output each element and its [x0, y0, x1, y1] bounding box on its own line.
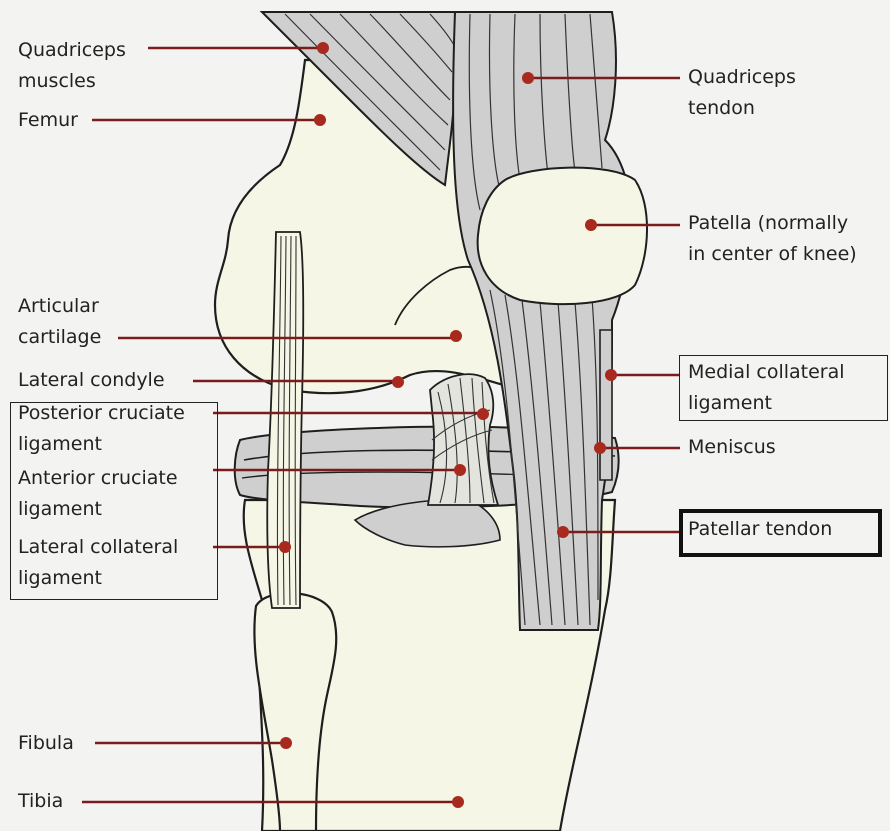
dot-lateral-condyle — [392, 376, 404, 388]
dot-posterior-cruciate — [477, 408, 489, 420]
dot-meniscus — [594, 442, 606, 454]
label-lateral-condyle: Lateral condyle — [18, 365, 165, 396]
dot-patella — [585, 219, 597, 231]
dot-lateral-collateral — [279, 541, 291, 553]
dot-femur — [314, 114, 326, 126]
label-medial-collateral: Medial collateral ligament — [688, 357, 845, 419]
dot-fibula — [280, 737, 292, 749]
label-quadriceps-tendon: Quadriceps tendon — [688, 62, 796, 124]
label-lateral-collateral: Lateral collateral ligament — [18, 532, 178, 594]
dot-quadriceps-muscles — [317, 42, 329, 54]
label-fibula: Fibula — [18, 728, 74, 759]
label-quadriceps-muscles: Quadriceps muscles — [18, 35, 126, 97]
label-posterior-cruciate: Posterior cruciate ligament — [18, 398, 185, 460]
dot-anterior-cruciate — [454, 464, 466, 476]
label-meniscus: Meniscus — [688, 432, 776, 463]
label-articular-cartilage: Articular cartilage — [18, 291, 101, 353]
dot-tibia — [452, 796, 464, 808]
label-anterior-cruciate: Anterior cruciate ligament — [18, 463, 178, 525]
dot-medial-collateral — [605, 369, 617, 381]
label-tibia: Tibia — [18, 786, 63, 817]
dot-quadriceps-tendon — [522, 72, 534, 84]
label-patella: Patella (normally in center of knee) — [688, 208, 857, 270]
dot-patellar-tendon — [557, 526, 569, 538]
label-femur: Femur — [18, 105, 78, 136]
label-patellar-tendon: Patellar tendon — [688, 514, 832, 545]
dot-articular-cartilage — [450, 330, 462, 342]
